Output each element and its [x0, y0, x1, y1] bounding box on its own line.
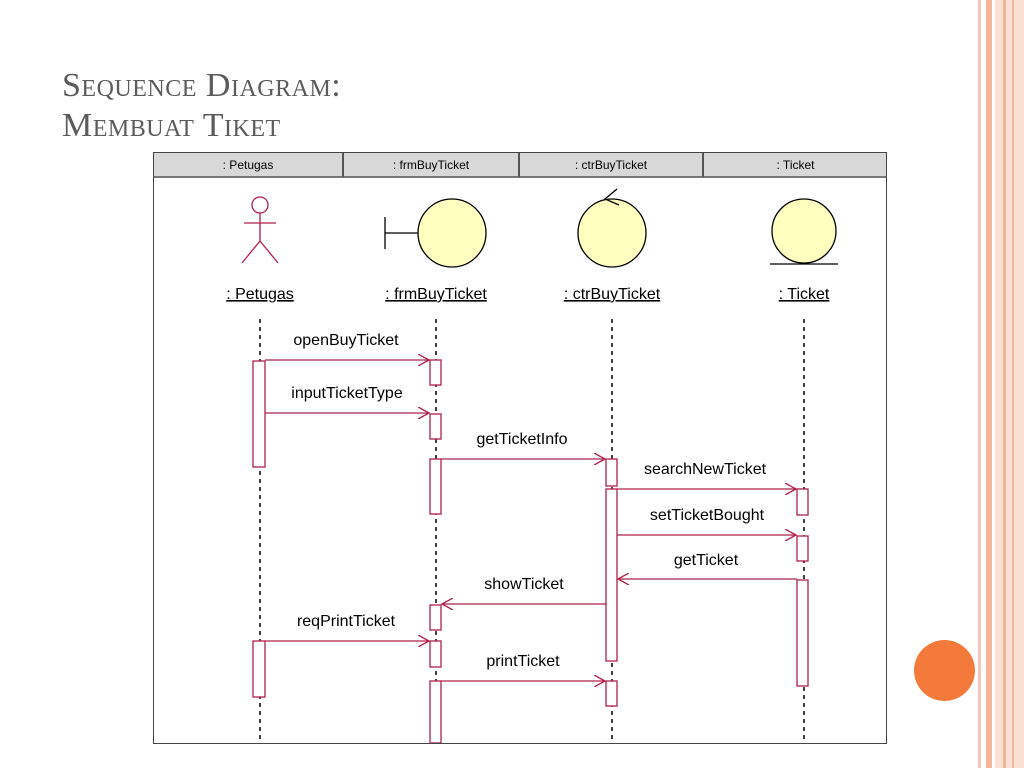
slide-title-line-2: Membuat Tiket [62, 107, 281, 144]
right-stripe-1 [978, 0, 981, 768]
right-stripe-3 [995, 0, 1024, 768]
header-cell-ctrbuyticket: : ctrBuyTicket [520, 153, 704, 178]
right-stripe-4 [1003, 0, 1006, 768]
message-label-setticketbought: setTicketBought [650, 507, 765, 524]
activation-frmbuyticket-1 [429, 359, 442, 386]
message-label-reqprintticket: reqPrintTicket [297, 613, 396, 630]
slide-title: Sequence Diagram: Membuat Tiket [62, 66, 341, 146]
message-label-inputtickettype: inputTicketType [291, 385, 403, 402]
message-label-showticket: showTicket [484, 576, 564, 593]
participant-label-ctrbuyticket: : ctrBuyTicket [564, 286, 661, 303]
activation-frmbuyticket-5 [429, 640, 442, 668]
activation-petugas-1 [252, 360, 266, 468]
participant-label-petugas: : Petugas [226, 286, 294, 303]
activation-frmbuyticket-4 [429, 604, 442, 631]
actor-petugas-icon [241, 196, 279, 264]
activation-ticket-3 [796, 579, 809, 687]
header-cell-ticket: : Ticket [704, 153, 886, 178]
activation-ticket-2 [796, 535, 809, 562]
header-cell-frmbuyticket: : frmBuyTicket [344, 153, 520, 178]
message-label-printticket: printTicket [486, 653, 560, 670]
slide-title-line-1: Sequence Diagram: [62, 67, 342, 104]
participant-label-ticket: : Ticket [779, 286, 830, 303]
message-label-searchnewticket: searchNewTicket [644, 461, 767, 478]
activation-frmbuyticket-6 [429, 680, 442, 743]
diagram-canvas: : Petugas : frmBuyTicket : ctrBuyTicket … [226, 188, 838, 743]
header-cell-petugas: : Petugas [154, 153, 344, 178]
activation-frmbuyticket-3 [429, 458, 442, 515]
participant-label-frmbuyticket: : frmBuyTicket [385, 286, 487, 303]
activation-petugas-2 [252, 640, 266, 698]
control-ctrbuyticket-icon [577, 188, 647, 268]
activation-ctrbuyticket-3 [605, 680, 618, 707]
boundary-frmbuyticket-icon [384, 198, 487, 268]
activation-ctrbuyticket-2 [605, 488, 618, 662]
message-label-getticket: getTicket [674, 552, 739, 569]
sequence-diagram: : Petugas : frmBuyTicket : ctrBuyTicket … [153, 152, 887, 744]
accent-circle [914, 640, 975, 701]
activation-frmbuyticket-2 [429, 413, 442, 440]
activation-ctrbuyticket-1 [605, 458, 618, 487]
entity-ticket-icon [770, 198, 838, 265]
right-stripe-5 [1012, 0, 1014, 768]
activation-ticket-1 [796, 488, 809, 516]
message-label-openbuyticket: openBuyTicket [293, 332, 399, 349]
message-label-getticketinfo: getTicketInfo [476, 431, 567, 448]
right-stripe-2 [986, 0, 992, 768]
